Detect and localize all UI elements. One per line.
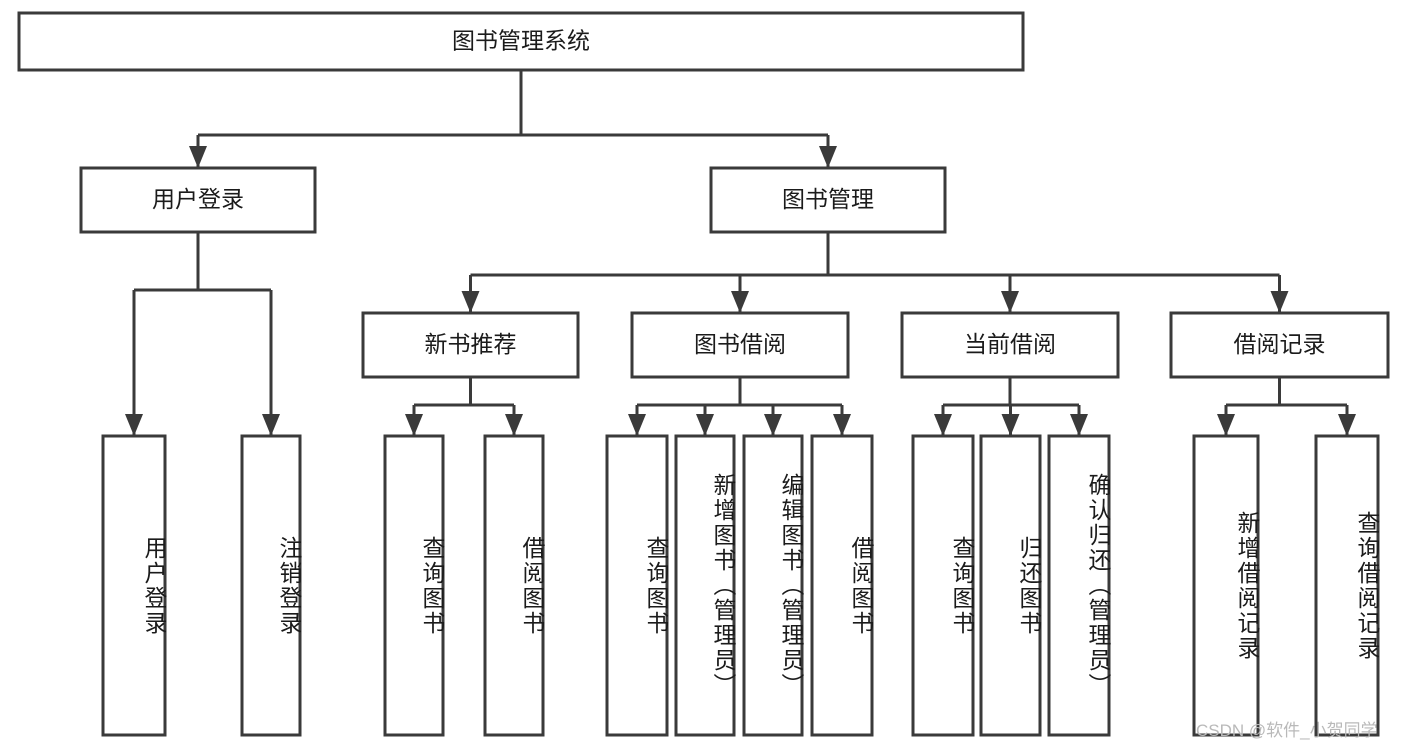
- node-box-leaf-add-borrow-record[interactable]: [1192, 434, 1260, 737]
- node-label-current-borrow: 当前借阅: [964, 331, 1056, 357]
- arrow-head-leaf-borrow-book-rec: [505, 414, 523, 436]
- node-label-book-management: 图书管理: [782, 186, 874, 212]
- node-box-borrow-record[interactable]: [1169, 311, 1390, 379]
- node-box-leaf-user-login[interactable]: [101, 434, 167, 737]
- arrow-head-leaf-user-login: [125, 414, 143, 436]
- node-box-leaf-query-book-current[interactable]: [911, 434, 975, 737]
- arrow-head-leaf-add-book-admin: [696, 414, 714, 436]
- arrow-head-leaf-query-borrow-record: [1338, 414, 1356, 436]
- node-box-leaf-borrow-book[interactable]: [810, 434, 874, 737]
- node-box-user-login[interactable]: [79, 166, 317, 234]
- arrow-head-leaf-query-book-borrow: [628, 414, 646, 436]
- node-box-leaf-query-book-rec[interactable]: [383, 434, 445, 737]
- node-box-leaf-borrow-book-rec[interactable]: [483, 434, 545, 737]
- node-box-leaf-return-book[interactable]: [979, 434, 1042, 737]
- arrow-head-leaf-query-book-current: [934, 414, 952, 436]
- node-box-book-management[interactable]: [709, 166, 947, 234]
- arrow-head-book-borrow: [731, 291, 749, 313]
- node-box-root[interactable]: [17, 11, 1025, 72]
- arrow-head-leaf-borrow-book: [833, 414, 851, 436]
- node-box-leaf-query-book-borrow[interactable]: [605, 434, 669, 737]
- arrow-head-borrow-record: [1270, 291, 1289, 313]
- node-box-new-book-recommend[interactable]: [361, 311, 580, 379]
- arrow-head-leaf-return-book: [1001, 414, 1020, 436]
- node-box-leaf-edit-book-admin[interactable]: [742, 434, 804, 737]
- boxes-layer: [17, 11, 1390, 737]
- node-label-root: 图书管理系统: [452, 28, 590, 54]
- node-label-book-borrow: 图书借阅: [694, 331, 786, 357]
- node-box-leaf-add-book-admin[interactable]: [674, 434, 736, 737]
- node-label-new-book-recommend: 新书推荐: [425, 331, 517, 357]
- node-box-book-borrow[interactable]: [630, 311, 850, 379]
- arrow-head-new-book-recommend: [461, 291, 480, 313]
- csdn-watermark: CSDN @软件_小贺同学: [1196, 721, 1378, 740]
- node-label-borrow-record: 借阅记录: [1234, 331, 1326, 357]
- arrow-head-leaf-query-book-rec: [405, 414, 423, 436]
- arrow-head-user-login: [189, 146, 207, 168]
- node-label-user-login: 用户登录: [152, 186, 244, 212]
- node-box-leaf-query-borrow-record[interactable]: [1314, 434, 1380, 737]
- node-box-leaf-logout[interactable]: [240, 434, 302, 737]
- connectors-layer: [125, 70, 1356, 436]
- arrow-head-book-management: [819, 146, 837, 168]
- arrow-head-leaf-edit-book-admin: [764, 414, 782, 436]
- arrow-head-leaf-logout: [262, 414, 280, 436]
- node-box-current-borrow[interactable]: [900, 311, 1120, 379]
- node-box-leaf-confirm-return-admin[interactable]: [1047, 434, 1111, 737]
- arrow-head-current-borrow: [1001, 291, 1019, 313]
- arrow-head-leaf-confirm-return-admin: [1070, 414, 1088, 436]
- arrow-head-leaf-add-borrow-record: [1217, 414, 1235, 436]
